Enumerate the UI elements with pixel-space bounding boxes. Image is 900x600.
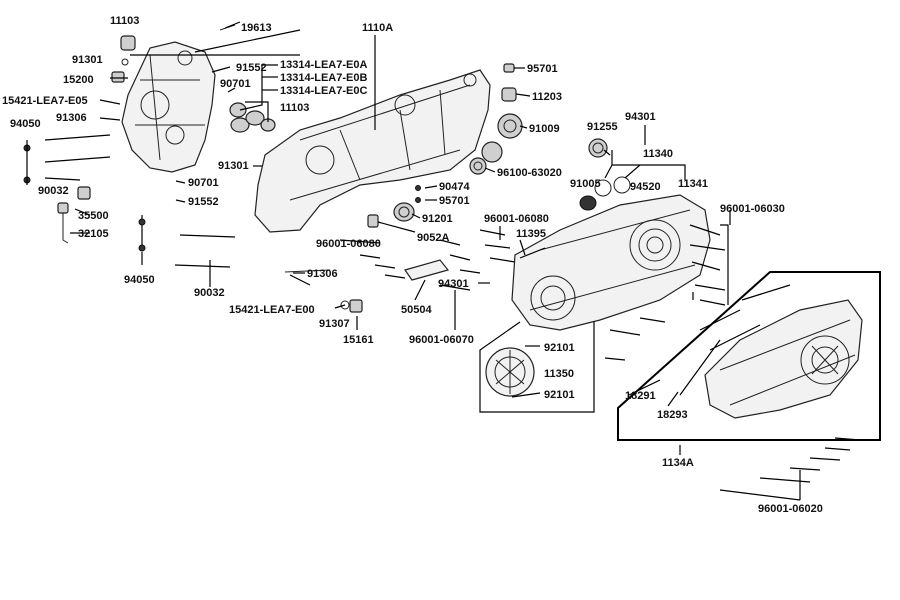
label-90701-mid: 90701 bbox=[188, 177, 219, 189]
label-91307: 91307 bbox=[319, 318, 350, 330]
label-50504: 50504 bbox=[401, 304, 432, 316]
label-91306-left: 91306 bbox=[56, 112, 87, 124]
label-91301-top: 91301 bbox=[72, 54, 103, 66]
label-91306-mid: 91306 bbox=[307, 268, 338, 280]
label-19613: 19613 bbox=[241, 22, 272, 34]
label-94301-right: 94301 bbox=[625, 111, 656, 123]
label-91552-top: 91552 bbox=[236, 62, 267, 74]
label-96001-06030: 96001-06030 bbox=[720, 203, 785, 215]
main-crankcase-1110a bbox=[254, 69, 491, 233]
label-94520: 94520 bbox=[630, 181, 661, 193]
leader-lines bbox=[44, 21, 731, 455]
label-11395: 11395 bbox=[516, 228, 546, 240]
label-95701-top: 95701 bbox=[527, 63, 558, 75]
label-15421-e05: 15421-LEA7-E05 bbox=[2, 95, 88, 107]
label-13314-e0c: 13314-LEA7-E0C bbox=[280, 85, 367, 97]
label-11340: 11340 bbox=[643, 148, 673, 160]
label-15421-e00: 15421-LEA7-E00 bbox=[229, 304, 315, 316]
label-11350: 11350 bbox=[544, 368, 574, 380]
label-90032-bottom: 90032 bbox=[194, 287, 225, 299]
label-18293: 18293 bbox=[657, 409, 688, 421]
label-15200: 15200 bbox=[63, 74, 94, 86]
middle-small-parts bbox=[284, 202, 516, 313]
label-11203: 11203 bbox=[532, 91, 562, 103]
label-91005: 91005 bbox=[570, 178, 601, 190]
label-18291: 18291 bbox=[625, 390, 656, 402]
bolts-96001-06020 bbox=[719, 437, 861, 501]
label-91552-mid: 91552 bbox=[188, 196, 219, 208]
label-9052a: 9052A bbox=[417, 232, 449, 244]
label-13314-e0a: 13314-LEA7-E0A bbox=[280, 59, 367, 71]
label-90474: 90474 bbox=[439, 181, 470, 193]
label-1110a: 1110A bbox=[362, 22, 393, 34]
label-91201: 91201 bbox=[422, 213, 453, 225]
label-1134a: 1134A bbox=[662, 457, 694, 469]
label-11103-top: 11103 bbox=[110, 15, 139, 27]
label-11103-mid: 11103 bbox=[280, 102, 309, 114]
label-91301-mid: 91301 bbox=[218, 160, 249, 172]
label-94301-mid: 94301 bbox=[438, 278, 469, 290]
label-91255: 91255 bbox=[587, 121, 618, 133]
label-35500: 35500 bbox=[78, 210, 109, 222]
label-96001-06080-right: 96001-06080 bbox=[484, 213, 549, 225]
crank-bearings bbox=[229, 102, 276, 133]
label-92101-top: 92101 bbox=[544, 342, 575, 354]
label-96001-06020: 96001-06020 bbox=[758, 503, 823, 515]
label-96100-63020: 96100-63020 bbox=[497, 167, 562, 179]
label-95701-mid: 95701 bbox=[439, 195, 470, 207]
label-32105: 32105 bbox=[78, 228, 109, 240]
small-parts-left bbox=[23, 24, 236, 268]
label-96001-06080-left: 96001-06080 bbox=[316, 238, 381, 250]
label-91009: 91009 bbox=[529, 123, 560, 135]
right-bearings-seals bbox=[415, 63, 631, 211]
label-94050-left: 94050 bbox=[10, 118, 41, 130]
label-15161: 15161 bbox=[343, 334, 374, 346]
label-96001-06070: 96001-06070 bbox=[409, 334, 474, 346]
label-92101-bottom: 92101 bbox=[544, 389, 575, 401]
inset-box-1134a bbox=[617, 271, 881, 441]
label-13314-e0b: 13314-LEA7-E0B bbox=[280, 72, 367, 84]
label-90701-top: 90701 bbox=[220, 78, 251, 90]
left-crankcase-half bbox=[121, 41, 216, 173]
bolts-96001-06030 bbox=[604, 224, 729, 361]
inset-box-11350 bbox=[479, 321, 595, 413]
label-90032-left: 90032 bbox=[38, 185, 69, 197]
label-94050-bottom: 94050 bbox=[124, 274, 155, 286]
transmission-cover-11395 bbox=[511, 194, 711, 331]
label-11341: 11341 bbox=[678, 178, 708, 190]
part-number-labels: 11103 19613 1110A 91301 91552 15200 9070… bbox=[2, 15, 823, 515]
